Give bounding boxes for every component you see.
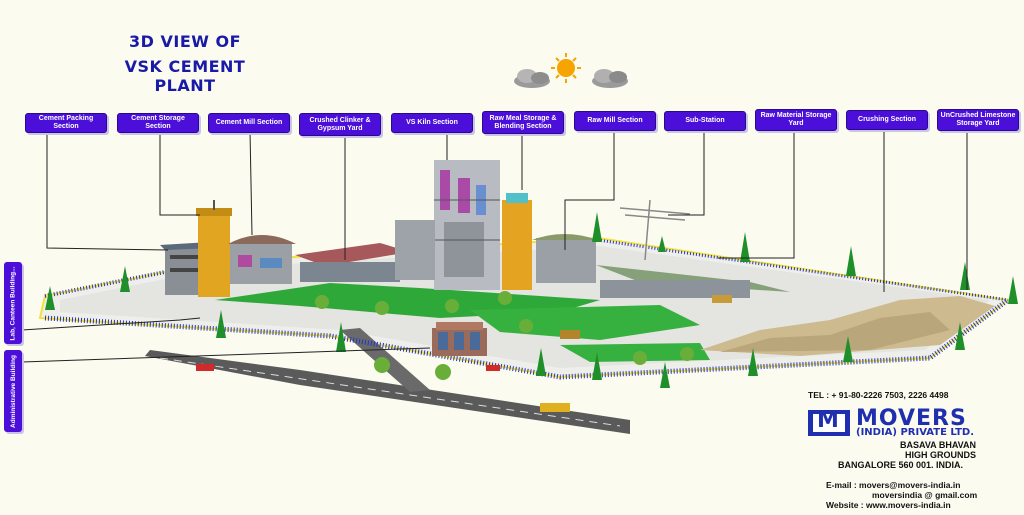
cement-silo [196,200,232,297]
label-administrative-text: Administrative Building [9,354,17,428]
label-raw-material-storage-yard[interactable]: Raw Material Storage Yard [755,109,837,131]
label-crushing-section[interactable]: Crushing Section [846,110,928,130]
label-cement-storage-section[interactable]: Cement Storage Section [117,113,199,133]
contact-website: Website : www.movers-india.in [826,500,951,510]
logo-mark: M [808,408,850,436]
label-crushed-clinker-gypsum-yard[interactable]: Crushed Clinker & Gypsum Yard [299,113,381,136]
round-trees [315,291,694,380]
label-cement-mill-section[interactable]: Cement Mill Section [208,113,290,133]
car-icon [196,364,214,371]
label-sub-station[interactable]: Sub-Station [664,111,746,131]
address-line-3: BANGALORE 560 001. INDIA. [838,460,964,470]
address-line-1: BASAVA BHAVAN [900,440,976,450]
car-icon [486,365,500,371]
leader-lines [21,130,968,363]
address-line-2: HIGH GROUNDS [905,450,977,460]
cloud-icon [592,69,628,88]
raw-material-shed [596,265,790,298]
label-raw-meal-storage-blending[interactable]: Raw Meal Storage & Blending Section [482,111,564,134]
admin-building [432,322,487,356]
label-administrative-building[interactable]: Administrative Building [4,350,22,432]
sub-station [619,199,691,261]
raw-meal-silos [502,193,598,290]
weather-sun-cloud-icon [514,53,581,88]
trees [45,212,1018,388]
cement-mill-building [228,235,296,284]
label-raw-mill-section[interactable]: Raw Mill Section [574,111,656,131]
label-vs-kiln-section[interactable]: VS Kiln Section [391,113,473,133]
contact-email-1: E-mail : movers@movers-india.in [826,480,961,490]
logo-sub: (INDIA) PRIVATE LTD. [856,427,975,438]
logo-name: MOVERS [856,406,967,431]
clinker-shed [295,243,410,282]
contact-tel: TEL : + 91-80-2226 7503, 2226 4498 [808,390,949,400]
label-uncrushed-limestone-yard[interactable]: UnCrushed Limestone Storage Yard [937,109,1019,131]
label-lab-canteen-text: Lab, Canteen Building... [9,265,17,341]
truck-icon [712,295,732,303]
contact-email-2: moversindia @ gmail.com [872,490,978,500]
page-title-line1: 3D VIEW OF [129,32,241,51]
label-cement-packing-section[interactable]: Cement Packing Section [25,113,107,133]
bus-icon [540,403,570,412]
label-lab-canteen-building[interactable]: Lab, Canteen Building... [4,262,22,344]
truck-icon [560,330,580,339]
vs-kiln-tower [395,160,500,290]
movers-logo: M MOVERS (INDIA) PRIVATE LTD. [808,406,999,438]
page-title-line2: VSK CEMENT PLANT [124,57,246,95]
